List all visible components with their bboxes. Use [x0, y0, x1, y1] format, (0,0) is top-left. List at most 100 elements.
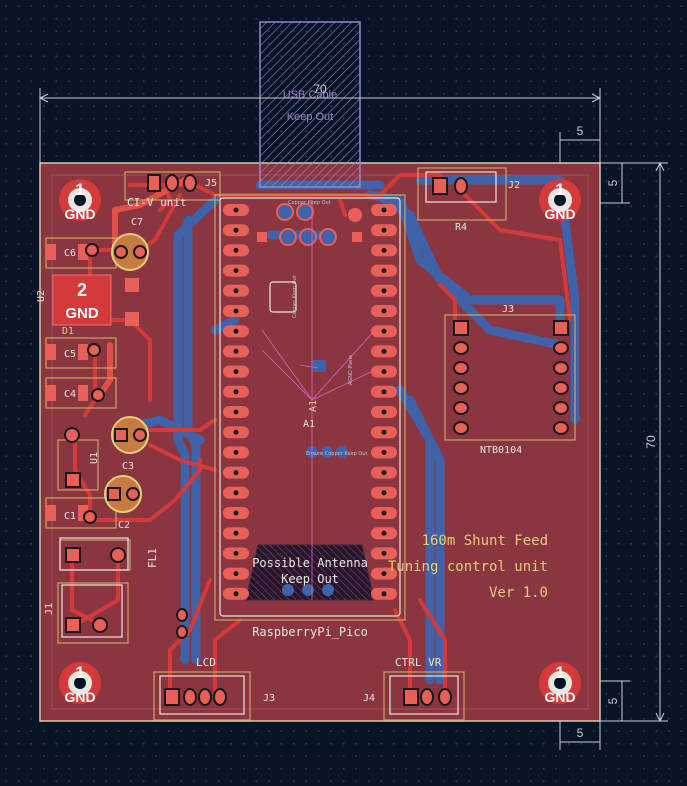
usb-keepout-line1: USB Cable [283, 89, 337, 101]
pico-pin-hole [381, 591, 387, 597]
ci-v-label: CI-V unit [127, 196, 187, 209]
board-title-line1: 160m Shunt Feed [422, 533, 548, 549]
ntb0104-pin [553, 421, 569, 435]
usb-keepout-zone[interactable] [259, 21, 361, 188]
pico-pin-hole [233, 490, 239, 496]
pico-copper-keepout-left: Copper Keep Out [292, 275, 298, 318]
pico-pin-hole [381, 227, 387, 233]
regulator-u2[interactable]: 2 GND U2 D1 [36, 274, 139, 337]
mounting-hole[interactable]: 1 GND [539, 179, 581, 222]
corner-h2-dimension: 5 [577, 726, 584, 740]
j5-label: J5 [205, 178, 217, 189]
courtyard-outlines [45, 167, 576, 721]
ntb0104-pin [553, 361, 569, 375]
ntb0104-pin [453, 361, 469, 375]
pico-pin-pads [223, 204, 397, 600]
mounting-hole-number: 1 [555, 180, 564, 199]
usb-keepout-line2: Keep Out [287, 111, 333, 123]
pico-pin-hole [233, 550, 239, 556]
pico-pin-hole [381, 308, 387, 314]
pico-pin-hole [381, 369, 387, 375]
pico-pin-hole [381, 449, 387, 455]
corner-h-dimension: 5 [577, 124, 584, 138]
mounting-hole[interactable]: 1 GND [539, 662, 581, 705]
front-copper-thick [97, 177, 188, 398]
smd-pads [46, 244, 88, 521]
reference-labels: CI-V unit J5 J2 R4 J3 C7 C6 C5 C4 C3 C2 … [44, 178, 522, 704]
pico-pin-hole [233, 207, 239, 213]
antenna-keepout-hatch [246, 545, 374, 600]
through-hole-pads [64, 243, 126, 633]
ctrl-vr-label: CTRL VR [395, 656, 442, 669]
pico-pin-hole [233, 308, 239, 314]
pico-debug-pads [282, 360, 348, 596]
pico-pin-hole [381, 429, 387, 435]
regulator-ref: U2 [36, 290, 47, 302]
board-title-line3: Ver 1.0 [489, 585, 548, 601]
pico-pin-hole [233, 409, 239, 415]
c7-label: C7 [131, 217, 143, 228]
pico-pin-hole [381, 207, 387, 213]
pico-pin-hole [233, 571, 239, 577]
ntb0104-pin [453, 421, 469, 435]
mounting-hole[interactable]: 1 GND [59, 179, 101, 222]
pico-pin-hole [381, 571, 387, 577]
corner-v2-dimension: 5 [606, 697, 620, 704]
mounting-hole-number: 1 [75, 663, 84, 682]
ntb0104-pin [453, 381, 469, 395]
pico-pin-hole [233, 369, 239, 375]
pico-pin-hole [381, 490, 387, 496]
regulator-pad-net: GND [65, 305, 99, 322]
antenna-keepout-line1: Possible Antenna [252, 556, 368, 570]
pico-pin-hole [381, 550, 387, 556]
pico-pin-hole [233, 328, 239, 334]
board-title: 160m Shunt Feed Tuning control unit Ver … [388, 533, 548, 601]
dimension-labels: 70 5 5 70 5 5 [313, 82, 658, 740]
pico-pin-hole [233, 449, 239, 455]
board-title-line2: Tuning control unit [388, 559, 548, 575]
mounting-hole-net: GND [544, 689, 575, 705]
c2-label: C2 [118, 520, 130, 531]
j2-label: J2 [508, 180, 520, 191]
dimension-lines [38, 88, 668, 750]
c6-label: C6 [64, 248, 76, 259]
mounting-hole-number: 1 [75, 180, 84, 199]
ntb0104-pin [453, 320, 469, 336]
pico-pin-hole [381, 470, 387, 476]
width-dimension: 70 [313, 82, 327, 96]
ntb0104-pin [553, 320, 569, 336]
pico-pin-hole [381, 328, 387, 334]
pico-pin-hole [233, 227, 239, 233]
silkscreen-outlines [59, 171, 497, 715]
module-name-label: RaspberryPi_Pico [252, 625, 368, 639]
mounting-hole[interactable]: 1 GND [59, 662, 101, 705]
pico-pin-hole [381, 348, 387, 354]
ntb0104-pin [553, 381, 569, 395]
j4-label: J4 [363, 693, 375, 704]
pico-pin-hole [233, 470, 239, 476]
mounting-hole-net: GND [544, 206, 575, 222]
pico-agnd-plane: AGND Plane [348, 355, 354, 385]
pico-pin-hole [233, 429, 239, 435]
pico-pin-hole [381, 288, 387, 294]
pico-pin-hole [233, 288, 239, 294]
r4-label: R4 [455, 222, 467, 233]
mounting-hole-number: 1 [555, 663, 564, 682]
a1-ref-label: A1 [308, 400, 319, 412]
height-dimension: 70 [644, 435, 658, 449]
pico-pin-hole [381, 389, 387, 395]
pico-pin-hole [233, 591, 239, 597]
c1-label: C1 [64, 511, 76, 522]
pico-pin-hole [233, 389, 239, 395]
ntb0104-pin [553, 341, 569, 355]
pico-pin-hole [381, 510, 387, 516]
mounting-hole-net: GND [64, 689, 95, 705]
connector-pins [147, 174, 468, 706]
ntb0104-pin [453, 341, 469, 355]
pico-pin-hole [381, 530, 387, 536]
lcd-label: LCD [196, 656, 216, 669]
pico-pin-hole [233, 348, 239, 354]
antenna-keepout-line2: Keep Out [281, 572, 339, 586]
c5-label: C5 [64, 349, 76, 360]
